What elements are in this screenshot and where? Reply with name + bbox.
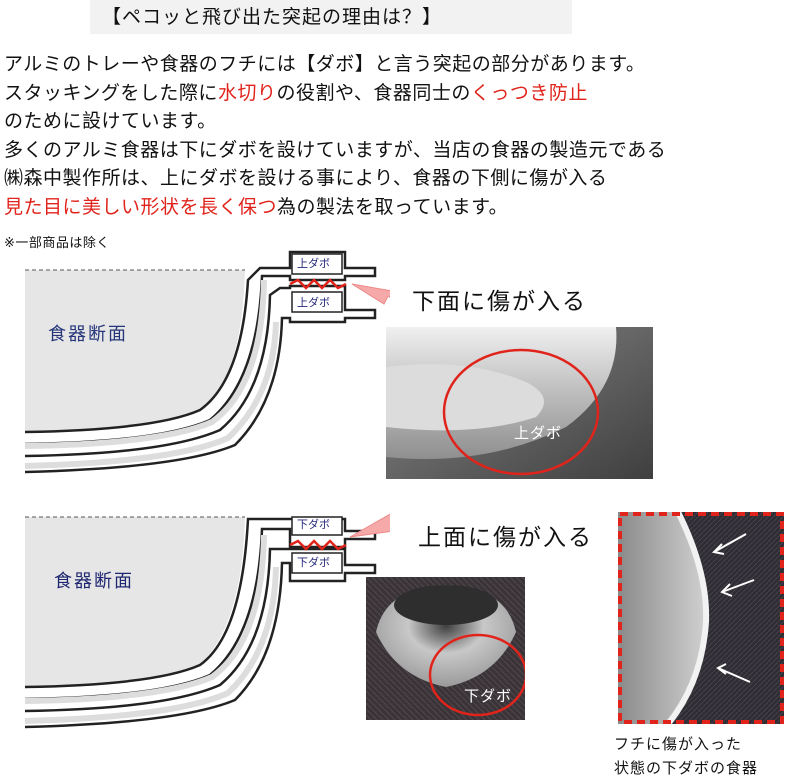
dabo-label-top-lower: 上ダボ <box>297 296 330 309</box>
paragraph-line: のために設けています。 <box>4 107 789 136</box>
emphasis-text: 見た目に美しい形状を長く保つ <box>4 195 278 218</box>
page-title: 【ペコッと飛び出た突起の理由は？】 <box>90 0 572 34</box>
body-text-segment: ㈱森中製作所は、上にダボを設ける事により、食器の下側に傷が入る <box>4 167 608 189</box>
body-text-segment: 多くのアルミ食器は下にダボを設けていますが、当店の食器の製造元である <box>4 138 667 161</box>
cross-section-diagram-upper-dabo <box>24 250 390 474</box>
photo-label-lower-dabo: 下ダボ <box>464 687 513 705</box>
dabo-label-bottom-lower: 下ダボ <box>297 556 330 569</box>
body-text-segment: アルミのトレーや食器のフチには【ダボ】と言う突起の部分があります。 <box>4 53 646 75</box>
body-text-segment: 為の製法を取っています。 <box>277 195 509 218</box>
dabo-label-top-upper: 上ダボ <box>297 257 330 270</box>
section-label-bottom: 食器断面 <box>54 571 134 592</box>
photo-upper-dabo-bowl: 上ダボ <box>386 327 653 479</box>
paragraph-line: 見た目に美しい形状を長く保つ為の製法を取っています。 <box>4 193 789 222</box>
paragraph-line: 多くのアルミ食器は下にダボを設けていますが、当店の食器の製造元である <box>4 136 789 165</box>
explanation-paragraph: アルミのトレーや食器のフチには【ダボ】と言う突起の部分があります。スタッキングを… <box>4 50 789 221</box>
caption-line-1: フチに傷が入った <box>614 735 743 753</box>
section-label-top: 食器断面 <box>48 324 128 345</box>
cross-section-diagram-lower-dabo <box>24 513 390 729</box>
body-text-segment: の役割や、食器同士の <box>276 81 471 104</box>
emphasis-text: くっつき防止 <box>470 81 588 104</box>
damage-text-lower-surface: 下面に傷が入る <box>412 289 587 315</box>
paragraph-line: アルミのトレーや食器のフチには【ダボ】と言う突起の部分があります。 <box>4 50 789 79</box>
photo-label-upper-dabo: 上ダボ <box>514 424 563 442</box>
paragraph-line: ㈱森中製作所は、上にダボを設ける事により、食器の下側に傷が入る <box>4 164 789 193</box>
photo-damaged-rim <box>618 512 784 724</box>
emphasis-text: 水切り <box>217 81 277 104</box>
damage-text-upper-surface: 上面に傷が入る <box>418 525 593 551</box>
exception-note: ※一部商品は除く <box>4 236 110 251</box>
photo-lower-dabo-bowl: 下ダボ <box>366 577 525 720</box>
paragraph-line: スタッキングをした際に水切りの役割や、食器同士のくっつき防止 <box>4 79 789 108</box>
body-text-segment: スタッキングをした際に <box>4 81 218 104</box>
damaged-rim-caption: フチに傷が入った 状態の下ダボの食器 <box>614 732 758 780</box>
caption-line-2: 状態の下ダボの食器 <box>614 759 759 777</box>
dabo-label-bottom-upper: 下ダボ <box>297 518 330 531</box>
body-text-segment: のために設けています。 <box>4 110 217 132</box>
